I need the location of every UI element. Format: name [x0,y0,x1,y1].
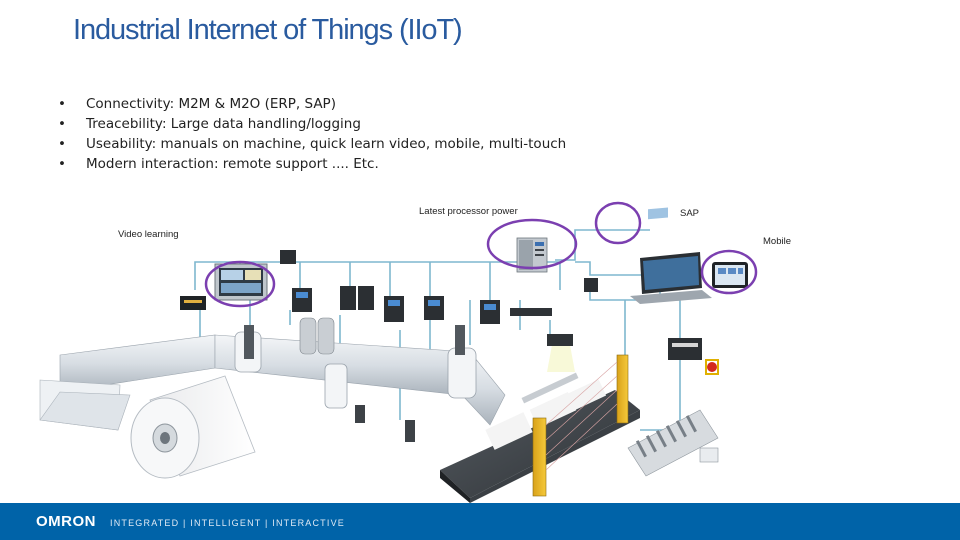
callout-video-learning: Video learning [118,229,179,240]
bullet-text: Useability: manuals on machine, quick le… [86,136,567,152]
callout-processor: Latest processor power [419,206,518,217]
bullet-item: • Modern interaction: remote support ....… [58,154,566,174]
hmi-panel [214,263,268,301]
highlight-circle-mobile [700,249,758,295]
highlight-circle-hmi [204,260,276,308]
bullet-dot: • [58,156,66,172]
pipe-system [39,331,506,431]
bullet-item: • Connectivity: M2M & M2O (ERP, SAP) [58,94,566,114]
slide-title: Industrial Internet of Things (IIoT) [73,14,463,46]
footer-tagline: INTEGRATED | INTELLIGENT | INTERACTIVE [110,518,345,528]
bullet-item: • Treacebility: Large data handling/loggi… [58,114,566,134]
omron-logo: OMRON [36,513,96,530]
bullet-text: Connectivity: M2M & M2O (ERP, SAP) [86,96,336,112]
factory-illustration [39,201,758,503]
terminal-block [627,409,719,477]
highlight-circle-sap [594,201,642,245]
callout-mobile: Mobile [763,236,791,247]
bullet-dot: • [58,136,66,152]
light-curtains [532,354,629,497]
bullet-text: Modern interaction: remote support .... … [86,156,379,172]
bullet-dot: • [58,96,66,112]
sensors [244,308,575,442]
tablet [712,262,748,288]
highlight-circles [204,201,758,308]
bullet-text: Treacebility: Large data handling/loggin… [86,116,361,132]
callout-sap: SAP [680,208,700,219]
highlight-circle-processor [486,218,578,270]
bullet-item: • Useability: manuals on machine, quick l… [58,134,566,154]
laptop [630,207,712,304]
bullet-list: • Connectivity: M2M & M2O (ERP, SAP) • Tre… [58,94,566,174]
footer-bar: OMRON INTEGRATED | INTELLIGENT | INTERAC… [0,503,960,540]
bullet-dot: • [58,116,66,132]
paper-roll [130,375,256,479]
